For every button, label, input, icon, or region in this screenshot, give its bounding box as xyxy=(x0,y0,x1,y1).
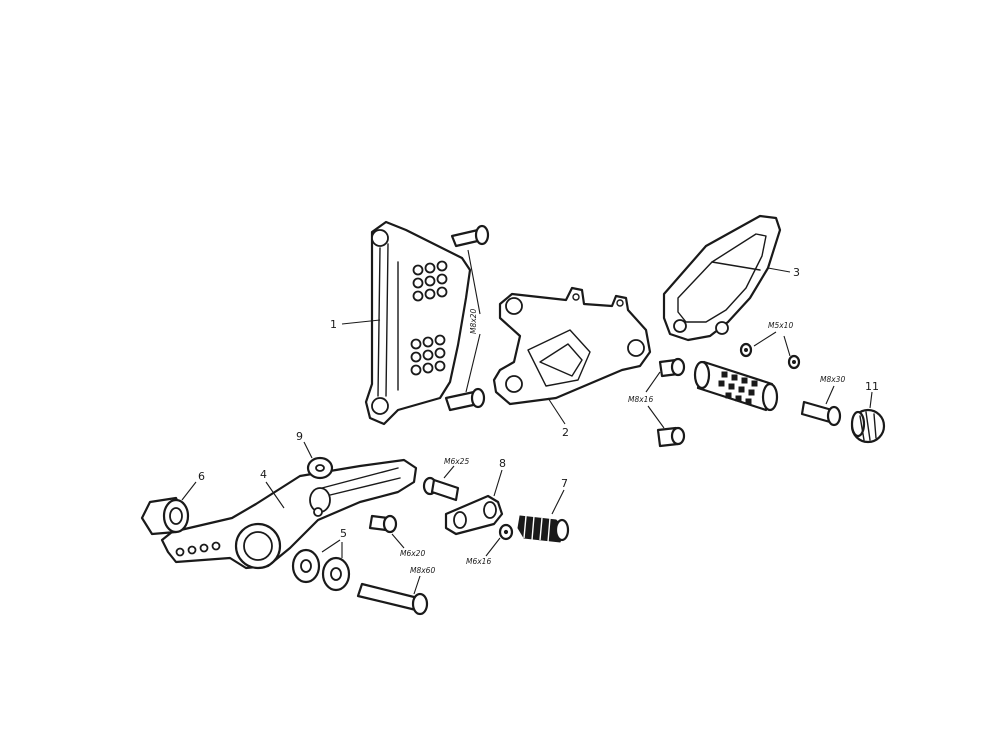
label-m8x16: M8x16 xyxy=(628,395,653,404)
label-m8x30: M8x30 xyxy=(820,375,845,384)
footpeg-knurl xyxy=(718,371,758,405)
callout-4: 4 xyxy=(260,468,267,481)
label-m8x20: M8x20 xyxy=(469,309,478,334)
end-cap xyxy=(850,408,886,444)
label-m6x20: M6x20 xyxy=(400,549,425,558)
label-m8x60: M8x60 xyxy=(410,566,435,575)
m5x10-screw-1 xyxy=(739,342,753,358)
lever-arm xyxy=(160,458,418,570)
callout-8: 8 xyxy=(499,457,506,470)
small-spacer xyxy=(306,456,334,480)
footpeg xyxy=(693,360,779,412)
label-m6x16: M6x16 xyxy=(466,557,491,566)
mounting-plate xyxy=(364,220,472,426)
washer-2 xyxy=(321,556,351,592)
triangular-bracket xyxy=(492,286,652,406)
m8x20-bolt-lower xyxy=(444,387,486,412)
callout-5: 5 xyxy=(340,527,347,540)
m8x16-bolt-lower xyxy=(656,426,686,448)
washer-1 xyxy=(291,548,321,584)
label-m5x10: M5x10 xyxy=(768,321,793,330)
plate-upper-holes xyxy=(412,260,448,302)
m8x20-bolt-upper xyxy=(450,224,490,248)
callout-7: 7 xyxy=(561,477,568,490)
m6x16-bolt xyxy=(498,523,514,541)
m8x60-bolt xyxy=(356,582,429,616)
callout-11: 11 xyxy=(865,380,879,393)
linkage xyxy=(444,494,504,536)
callout-2: 2 xyxy=(562,426,569,439)
label-m6x25: M6x25 xyxy=(444,457,469,466)
bushing xyxy=(140,496,190,536)
m5x10-screw-2 xyxy=(787,354,801,370)
m8x30-bolt xyxy=(800,400,842,427)
m6x25-bolt xyxy=(422,476,460,502)
m6x20-bolt xyxy=(368,514,398,534)
plate-lower-holes xyxy=(410,334,446,376)
m8x16-bolt-upper xyxy=(658,357,686,378)
callout-1: 1 xyxy=(330,318,337,331)
rubber-boot xyxy=(517,515,570,543)
callout-6: 6 xyxy=(198,470,205,483)
callout-3: 3 xyxy=(793,266,800,279)
heel-guard xyxy=(662,214,782,342)
callout-9: 9 xyxy=(296,430,303,443)
